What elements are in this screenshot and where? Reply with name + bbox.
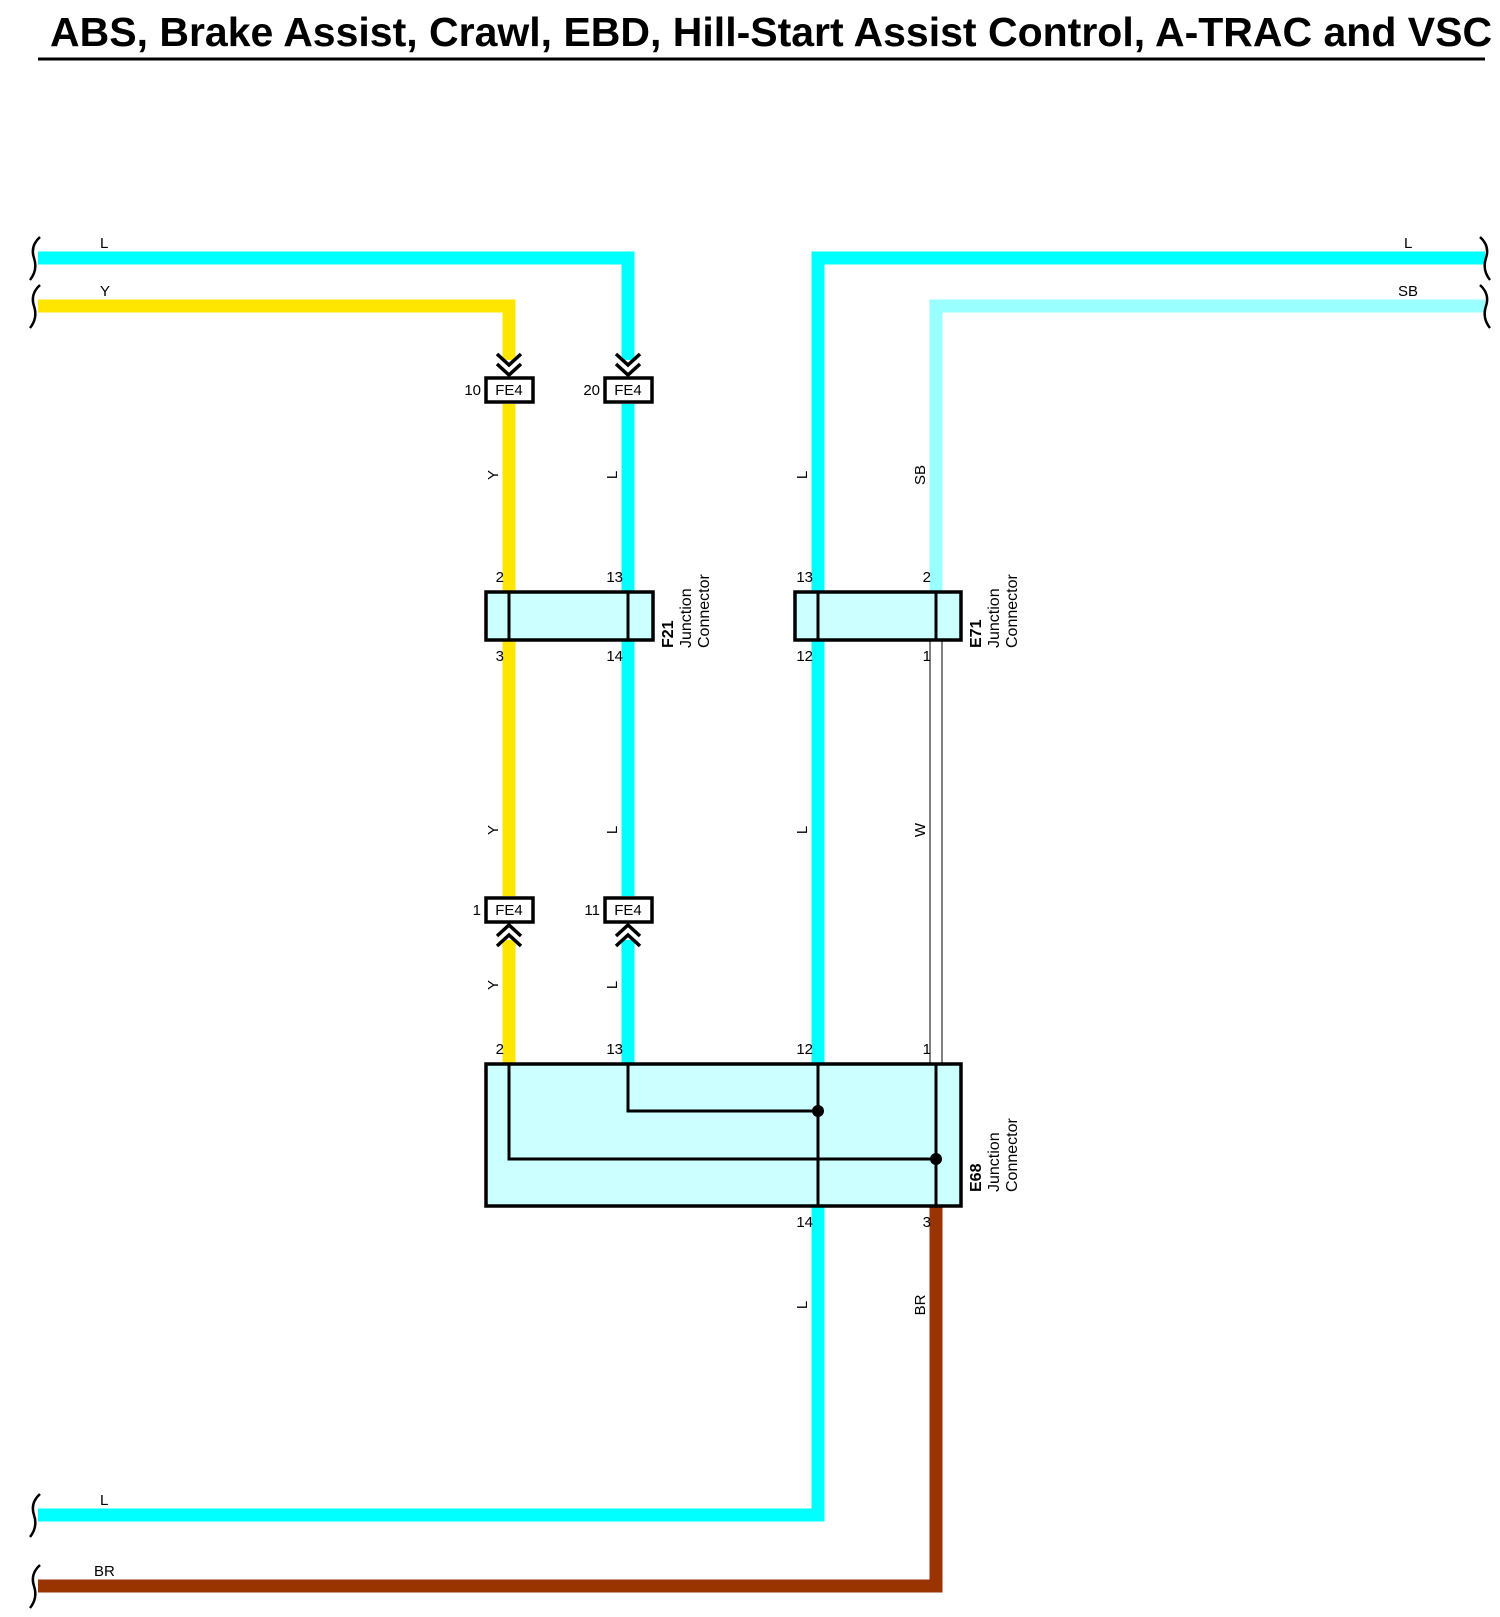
internal-trace <box>507 1064 936 1161</box>
chevron-up-icon <box>614 932 642 948</box>
pin-label: 3 <box>496 648 504 665</box>
chevron-up-icon <box>614 922 642 938</box>
inline-connector-name: FE4 <box>614 902 642 919</box>
pin-label: 1 <box>923 1041 931 1058</box>
inline-connector-name: FE4 <box>495 902 523 919</box>
chevron-down-icon <box>495 352 523 368</box>
inline-connector-fe4-11: FE4 11 <box>584 896 654 948</box>
chevron-down-icon <box>495 362 523 378</box>
wire-label-l-right-mid: L <box>794 826 811 834</box>
pin-label: 2 <box>923 569 931 586</box>
connector-type-line1: Junction <box>986 588 1003 648</box>
wire-label-l-mid: L <box>604 826 621 834</box>
connector-name: E68 <box>968 1163 985 1192</box>
connector-type-line2: Connector <box>696 574 713 648</box>
wire-label-y-mid: Y <box>485 825 502 835</box>
wire-break-top-left-L <box>28 236 41 281</box>
inline-connector-pin: 20 <box>583 382 600 399</box>
wire-label-y-upper: Y <box>485 470 502 480</box>
splice-dot <box>930 1153 942 1165</box>
wire-label-top-left-Y: Y <box>100 283 110 300</box>
wire-break-top-right-SB <box>1479 284 1492 329</box>
chevron-up-icon <box>495 932 523 948</box>
wire-label-l-right-upper: L <box>794 471 811 479</box>
pin-label: 14 <box>606 648 623 665</box>
inline-connector-name: FE4 <box>614 382 642 399</box>
wire-break-top-right-L <box>1479 236 1492 281</box>
internal-trace <box>626 1064 818 1113</box>
pin-label: 13 <box>606 569 623 586</box>
wire-top-left-Y <box>38 299 516 360</box>
connector-name: F21 <box>660 620 677 648</box>
connector-type-line2: Connector <box>1004 574 1021 648</box>
connector-type-line1: Junction <box>986 1132 1003 1192</box>
wire-label-w-mid: W <box>912 822 929 837</box>
pin-label: 14 <box>796 1214 813 1231</box>
wire-break-top-left-Y <box>28 284 41 329</box>
inline-connector-pin: 10 <box>464 382 481 399</box>
pin-label: 3 <box>923 1214 931 1231</box>
connector-type-line1: Junction <box>678 588 695 648</box>
splice-dot <box>812 1105 824 1117</box>
pin-label: 2 <box>496 569 504 586</box>
inline-connector-fe4-10: FE4 10 <box>464 352 535 404</box>
inline-connector-name: FE4 <box>495 382 523 399</box>
chevron-down-icon <box>614 352 642 368</box>
wire-top-right-L <box>811 251 1485 592</box>
junction-connector-e71: 13 2 12 1 E71 Junction Connector <box>793 569 1021 665</box>
wire-top-right-SB <box>929 299 1485 592</box>
wire-label-top-right-L: L <box>1404 235 1412 252</box>
wire-w-mid <box>929 639 943 1065</box>
wire-label-br-lower: BR <box>912 1294 929 1315</box>
pin-label: 12 <box>796 648 813 665</box>
wire-label-y-lower: Y <box>485 980 502 990</box>
connector-name: E71 <box>968 619 985 648</box>
inline-connector-fe4-20: FE4 20 <box>583 352 654 404</box>
junction-connector-e68: 2 13 12 1 14 3 E68 Junction Connector <box>484 1041 1021 1231</box>
chevron-up-icon <box>495 922 523 938</box>
wire-label-top-right-SB: SB <box>1398 283 1418 300</box>
pin-label: 2 <box>496 1041 504 1058</box>
pin-label: 13 <box>796 569 813 586</box>
page-title: ABS, Brake Assist, Crawl, EBD, Hill-Star… <box>50 9 1492 55</box>
pin-label: 12 <box>796 1041 813 1058</box>
wire-top-left-L <box>38 251 635 360</box>
wire-bottom-left-BR <box>38 1206 943 1593</box>
junction-connector-f21: 2 13 3 14 F21 Junction Connector <box>484 569 713 665</box>
pin-label: 1 <box>923 648 931 665</box>
pin-label: 13 <box>606 1041 623 1058</box>
wire-label-bottom-left-L: L <box>100 1492 108 1509</box>
inline-connector-fe4-1: FE4 1 <box>473 896 535 948</box>
wire-label-l-right-lower: L <box>794 1301 811 1309</box>
inline-connector-pin: 1 <box>473 902 481 919</box>
wire-label-sb-upper: SB <box>912 465 929 485</box>
wire-break-bottom-left-BR <box>28 1564 41 1609</box>
wire-break-bottom-left-L <box>28 1493 41 1538</box>
chevron-down-icon <box>614 362 642 378</box>
inline-connector-pin: 11 <box>584 902 600 919</box>
wire-label-top-left-L: L <box>100 235 108 252</box>
wire-label-l-lower: L <box>604 981 621 989</box>
wire-bottom-left-L <box>38 1206 825 1522</box>
wire-label-l-upper: L <box>604 471 621 479</box>
connector-type-line2: Connector <box>1004 1118 1021 1192</box>
wire-label-bottom-left-BR: BR <box>94 1563 115 1580</box>
